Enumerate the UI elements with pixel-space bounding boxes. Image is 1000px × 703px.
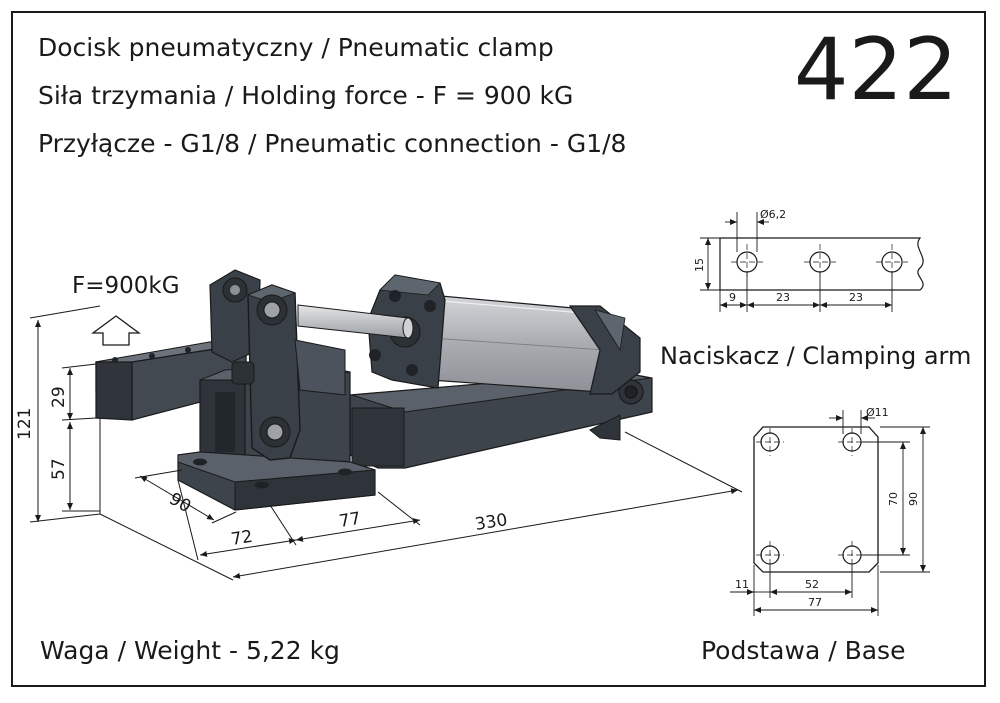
base-hole-diameter: Ø11 <box>866 406 889 419</box>
base-dim-11: 11 <box>735 578 749 591</box>
arm-dim-23b: 23 <box>849 291 863 304</box>
main-dimension-lines <box>29 305 743 581</box>
arm-height-15: 15 <box>693 258 706 272</box>
connection-line: Przyłącze - G1/8 / Pneumatic connection … <box>38 129 627 158</box>
base-dim-90: 90 <box>907 492 920 506</box>
clamping-arm-label: Naciskacz / Clamping arm <box>660 342 971 370</box>
arm-dim-23a: 23 <box>776 291 790 304</box>
dim-72: 72 <box>230 527 255 550</box>
holding-force-line: Siła trzymania / Holding force - F = 900… <box>38 81 574 110</box>
dim-121: 121 <box>15 408 35 440</box>
force-label: F=900kG <box>72 273 180 299</box>
base-dim-77: 77 <box>808 596 822 609</box>
arm-hole-diameter: Ø6,2 <box>760 208 786 221</box>
drawing-frame <box>11 11 986 687</box>
clamping-arm-detail: Ø6,2 15 9 23 23 <box>693 208 924 312</box>
model-number: 422 <box>793 20 958 120</box>
dim-77: 77 <box>338 509 363 532</box>
weight-label: Waga / Weight - 5,22 kg <box>40 636 340 665</box>
dim-57: 57 <box>49 458 69 480</box>
pneumatic-clamp-illustration <box>95 269 653 511</box>
dim-330: 330 <box>474 510 509 535</box>
base-dim-70: 70 <box>887 492 900 506</box>
base-dim-52: 52 <box>805 578 819 591</box>
base-label: Podstawa / Base <box>701 636 906 665</box>
dim-29: 29 <box>49 386 69 408</box>
force-direction-arrow <box>91 315 141 346</box>
title-line: Docisk pneumatyczny / Pneumatic clamp <box>38 33 554 62</box>
arm-dim-9: 9 <box>729 291 736 304</box>
base-detail: Ø11 70 90 11 52 77 <box>730 406 930 616</box>
